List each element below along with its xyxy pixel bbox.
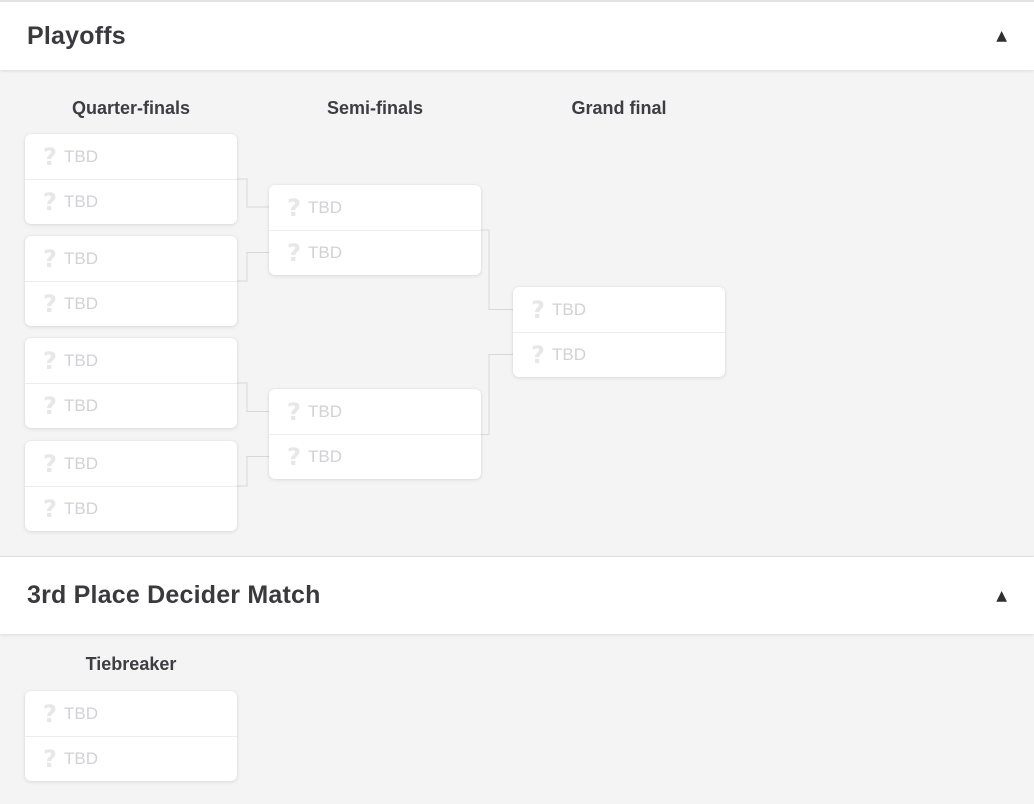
bracket-connector-lines <box>237 178 513 487</box>
team-name: TBD <box>64 146 98 166</box>
team-name: TBD <box>64 703 98 723</box>
collapse-arrow-icon[interactable]: ▲ <box>996 587 1007 604</box>
round-header-semi-finals: Semi-finals <box>326 98 424 118</box>
match-slot: ? TBD <box>269 389 481 434</box>
team-name: TBD <box>64 350 98 370</box>
team-name: TBD <box>64 499 98 518</box>
match-slot: ? TBD <box>269 185 481 230</box>
third-place-bracket: Tiebreaker ? TBD ? TBD <box>0 634 1034 804</box>
match-card-qf2: ? TBD ? TBD <box>25 236 237 326</box>
unknown-team-icon: ? <box>287 193 301 222</box>
match-card-sf1: ? TBD ? TBD <box>269 185 481 275</box>
team-name: TBD <box>552 345 586 364</box>
third-place-section-header[interactable]: 3rd Place Decider Match ▲ <box>0 556 1034 634</box>
unknown-team-icon: ? <box>531 341 545 369</box>
team-name: TBD <box>64 192 98 211</box>
match-slot: ? TBD <box>25 383 237 428</box>
team-name: TBD <box>64 453 98 473</box>
unknown-team-icon: ? <box>43 244 57 273</box>
team-name: TBD <box>552 299 586 319</box>
match-slot: ? TBD <box>25 179 237 224</box>
match-card-qf1: ? TBD ? TBD <box>25 134 237 224</box>
match-card-grand-final: ? TBD ? TBD <box>513 287 725 377</box>
team-name: TBD <box>64 248 98 268</box>
match-slot: ? TBD <box>25 338 237 383</box>
match-card-tiebreaker: ? TBD ? TBD <box>25 691 237 781</box>
round-header-grand-final: Grand final <box>571 98 667 118</box>
match-slot: ? TBD <box>25 134 237 179</box>
match-slot: ? TBD <box>513 287 725 332</box>
team-name: TBD <box>64 396 98 415</box>
unknown-team-icon: ? <box>43 290 57 318</box>
unknown-team-icon: ? <box>43 495 57 523</box>
team-name: TBD <box>308 197 342 217</box>
team-name: TBD <box>308 243 342 262</box>
match-slot: ? TBD <box>25 236 237 281</box>
unknown-team-icon: ? <box>43 188 57 216</box>
match-slot: ? TBD <box>269 230 481 275</box>
round-header-tiebreaker: Tiebreaker <box>85 654 177 674</box>
match-slot: ? TBD <box>25 441 237 486</box>
unknown-team-icon: ? <box>43 346 57 375</box>
match-card-sf2: ? TBD ? TBD <box>269 389 481 479</box>
unknown-team-icon: ? <box>43 745 57 773</box>
unknown-team-icon: ? <box>287 397 301 426</box>
playoffs-section-header[interactable]: Playoffs ▲ <box>0 0 1034 70</box>
match-slot: ? TBD <box>25 486 237 531</box>
collapse-arrow-icon[interactable]: ▲ <box>996 28 1007 44</box>
unknown-team-icon: ? <box>43 142 57 171</box>
unknown-team-icon: ? <box>43 392 57 420</box>
unknown-team-icon: ? <box>287 239 301 267</box>
playoffs-bracket: Quarter-finals Semi-finals Grand final ?… <box>0 70 1034 556</box>
team-name: TBD <box>308 447 342 466</box>
team-name: TBD <box>308 401 342 421</box>
unknown-team-icon: ? <box>531 295 545 324</box>
team-name: TBD <box>64 749 98 768</box>
third-place-section-title: 3rd Place Decider Match <box>27 581 321 609</box>
match-slot: ? TBD <box>25 691 237 736</box>
team-name: TBD <box>64 294 98 313</box>
round-header-quarter-finals: Quarter-finals <box>71 98 191 118</box>
match-slot: ? TBD <box>269 434 481 479</box>
unknown-team-icon: ? <box>287 443 301 471</box>
match-card-qf4: ? TBD ? TBD <box>25 441 237 531</box>
unknown-team-icon: ? <box>43 449 57 478</box>
match-slot: ? TBD <box>513 332 725 377</box>
match-slot: ? TBD <box>25 281 237 326</box>
unknown-team-icon: ? <box>43 699 57 728</box>
match-slot: ? TBD <box>25 736 237 781</box>
playoffs-section-title: Playoffs <box>27 21 126 50</box>
match-card-qf3: ? TBD ? TBD <box>25 338 237 428</box>
